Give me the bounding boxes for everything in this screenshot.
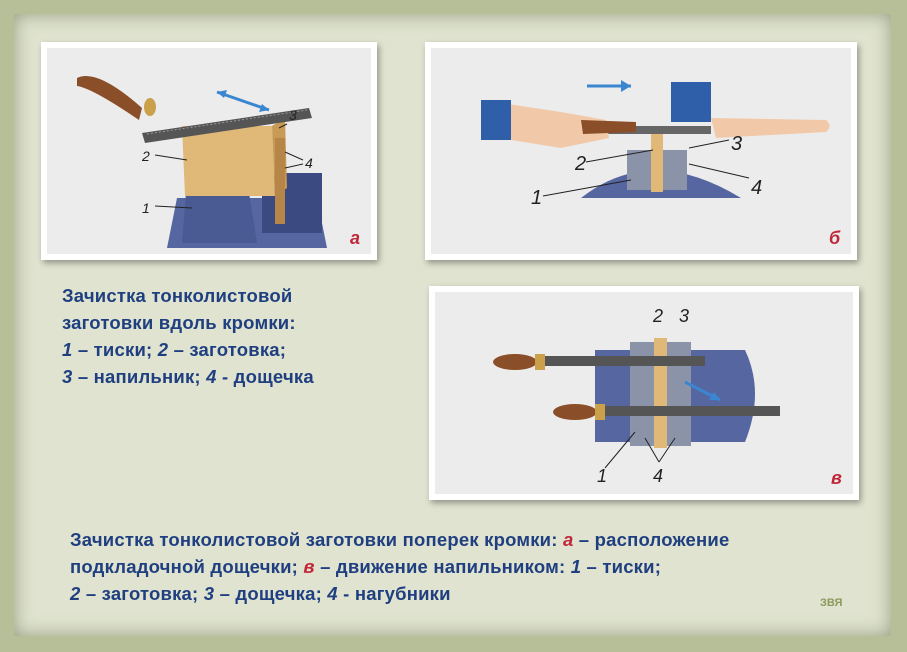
panel-v-letter: в (831, 468, 842, 488)
caption1-num1: 1 (62, 339, 73, 360)
caption2-p2: – расположение (573, 529, 730, 550)
panel-a-label-1: 1 (142, 200, 150, 216)
caption2-letter-a: а (562, 529, 574, 550)
caption2-n1: 1 (570, 556, 582, 577)
caption1-text3: – напильник; (72, 366, 207, 387)
caption2-p3: подкладочной дощечки; (70, 556, 304, 577)
caption2-p7: – дощечка; (214, 583, 328, 604)
caption1-line2: заготовки вдоль кромки: (62, 312, 296, 333)
panel-v-label-1: 1 (597, 466, 607, 486)
panel-v: 2 3 1 4 в (429, 286, 859, 500)
caption1-num3: 3 (62, 366, 73, 387)
caption2-n2: 2 (70, 583, 81, 604)
author-signature: ЗВЯ (820, 597, 843, 609)
panel-b-label-4: 4 (751, 177, 762, 199)
caption2-p4: – движение напильником: (314, 556, 571, 577)
panel-a-illustration: 2 1 3 4 а (47, 48, 371, 254)
panel-v-label-3: 3 (679, 306, 689, 326)
panel-v-label-2: 2 (652, 306, 663, 326)
caption1-line3: 1 – тиски; 2 – заготовка; (62, 336, 402, 363)
panel-a-label-3: 3 (289, 107, 297, 123)
caption1-num4: 4 (206, 366, 217, 387)
caption1-text2: – заготовка; (168, 339, 287, 360)
caption1-text4: - дощечка (216, 366, 314, 387)
caption2-line1: Зачистка тонколистовой заготовки поперек… (70, 526, 850, 553)
caption2-p6: – заготовка; (80, 583, 204, 604)
panel-b-label-3: 3 (731, 133, 742, 155)
panel-v-label-4: 4 (653, 466, 663, 486)
caption2-line3: 2 – заготовка; 3 – дощечка; 4 - нагубник… (70, 580, 850, 607)
caption1-line1: Зачистка тонколистовой (62, 285, 293, 306)
panel-a-letter: а (350, 228, 360, 248)
panel-v-illustration: 2 3 1 4 в (435, 292, 853, 494)
caption1-text1: – тиски; (72, 339, 158, 360)
caption2-line2: подкладочной дощечки; в – движение напил… (70, 553, 850, 580)
caption2-letter-v: в (303, 556, 315, 577)
panel-b-label-1: 1 (531, 187, 542, 209)
panel-b-letter: б (829, 228, 841, 248)
caption1-num2: 2 (157, 339, 169, 360)
panel-a-label-2: 2 (141, 148, 150, 164)
panel-b-illustration: 1 2 3 4 б (431, 48, 851, 254)
caption2-p8: - нагубники (337, 583, 451, 604)
caption2-n4: 4 (327, 583, 338, 604)
panel-b: 1 2 3 4 б (425, 42, 857, 260)
caption2-p1: Зачистка тонколистовой заготовки поперек… (70, 529, 563, 550)
caption-along-edge: Зачистка тонколистовой заготовки вдоль к… (62, 282, 402, 390)
panel-b-label-2: 2 (574, 153, 586, 175)
panel-a: 2 1 3 4 а (41, 42, 377, 260)
caption-across-edge: Зачистка тонколистовой заготовки поперек… (70, 526, 850, 607)
panel-a-label-4: 4 (305, 155, 313, 171)
caption2-n3: 3 (203, 583, 215, 604)
caption1-line4: 3 – напильник; 4 - дощечка (62, 363, 402, 390)
caption2-p5: – тиски; (581, 556, 662, 577)
